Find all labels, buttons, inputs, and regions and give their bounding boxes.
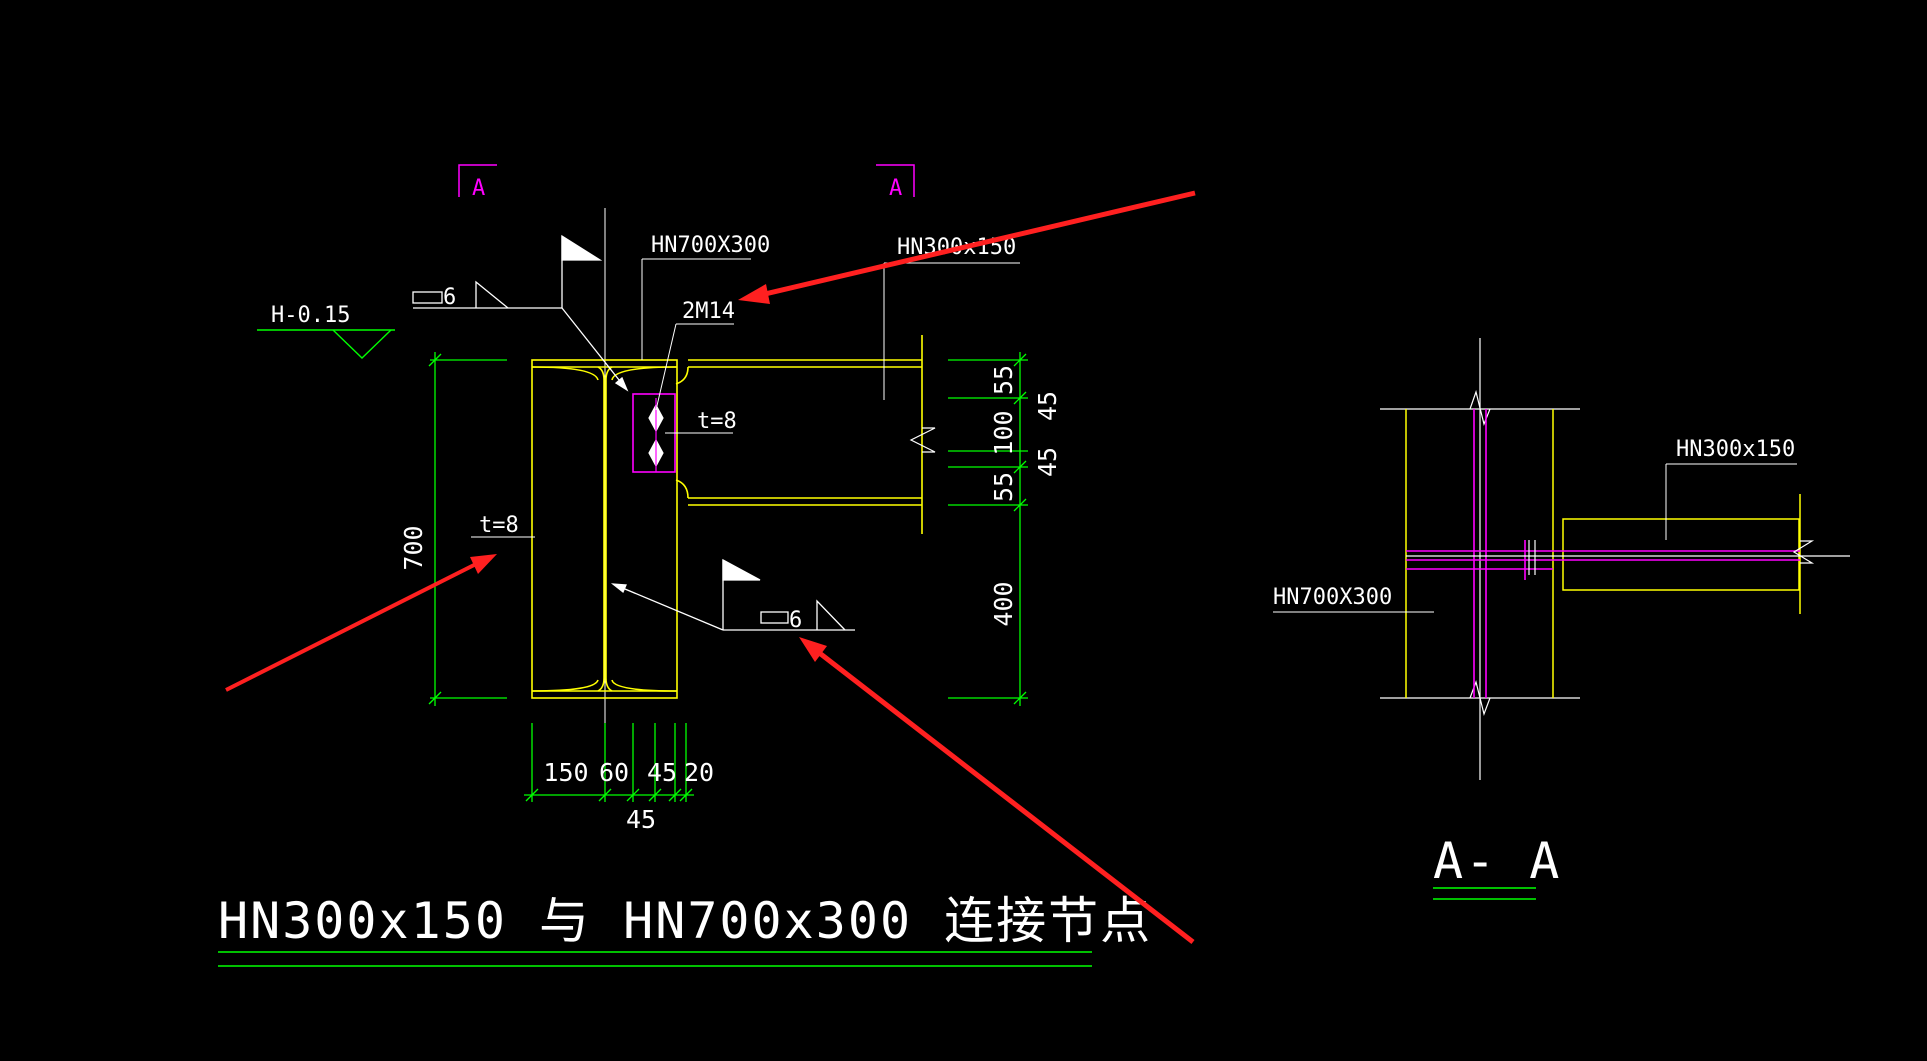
weld-size-top: 6	[443, 285, 456, 310]
drawing-title: HN300x150 与 HN700x300 连接节点	[218, 892, 1152, 950]
annotation-arrows	[225, 190, 1196, 944]
height-dim-value: 700	[399, 525, 428, 570]
section-beam-label: HN300x150	[1676, 437, 1795, 462]
right-dim-3: 55	[989, 472, 1018, 502]
height-dimension	[428, 352, 507, 706]
plate-thickness-label: t=8	[697, 409, 737, 434]
bottom-dim-lower: 45	[626, 805, 656, 834]
weld-size-bottom: 6	[789, 608, 802, 633]
section-mark-left-label: A	[472, 176, 485, 201]
main-connection-view: A A	[257, 164, 1062, 834]
section-title: A- A	[1433, 832, 1561, 890]
section-mark-right	[876, 164, 915, 197]
section-view-aa: HN700X300 HN300x150 A- A	[1273, 338, 1850, 900]
bottom-dim-4: 20	[684, 758, 714, 787]
right-dimensions	[948, 352, 1028, 706]
right-dim-outer-1: 45	[1033, 391, 1062, 421]
elevation-marker	[257, 329, 395, 359]
weld-symbol-bottom	[610, 558, 855, 631]
bottom-dimensions	[524, 723, 694, 802]
column-section	[531, 359, 678, 699]
column-label: HN700X300	[651, 233, 770, 258]
right-dim-1: 55	[989, 365, 1018, 395]
right-dim-2: 100	[989, 410, 1018, 455]
bottom-dim-2: 60	[599, 758, 629, 787]
section-mark-right-label: A	[889, 176, 902, 201]
bottom-dim-1: 150	[543, 758, 588, 787]
section-column-label: HN700X300	[1273, 585, 1392, 610]
bolts	[648, 398, 664, 472]
bolt-label: 2M14	[682, 299, 735, 324]
bottom-dim-3: 45	[647, 758, 677, 787]
stiffener-thickness-label: t=8	[479, 513, 519, 538]
weld-symbol-top	[412, 234, 629, 392]
section-mark-left	[458, 164, 497, 197]
elevation-label: H-0.15	[271, 303, 350, 328]
beam-section	[675, 335, 936, 534]
right-dim-outer-2: 45	[1033, 447, 1062, 477]
right-dim-4: 400	[989, 581, 1018, 626]
